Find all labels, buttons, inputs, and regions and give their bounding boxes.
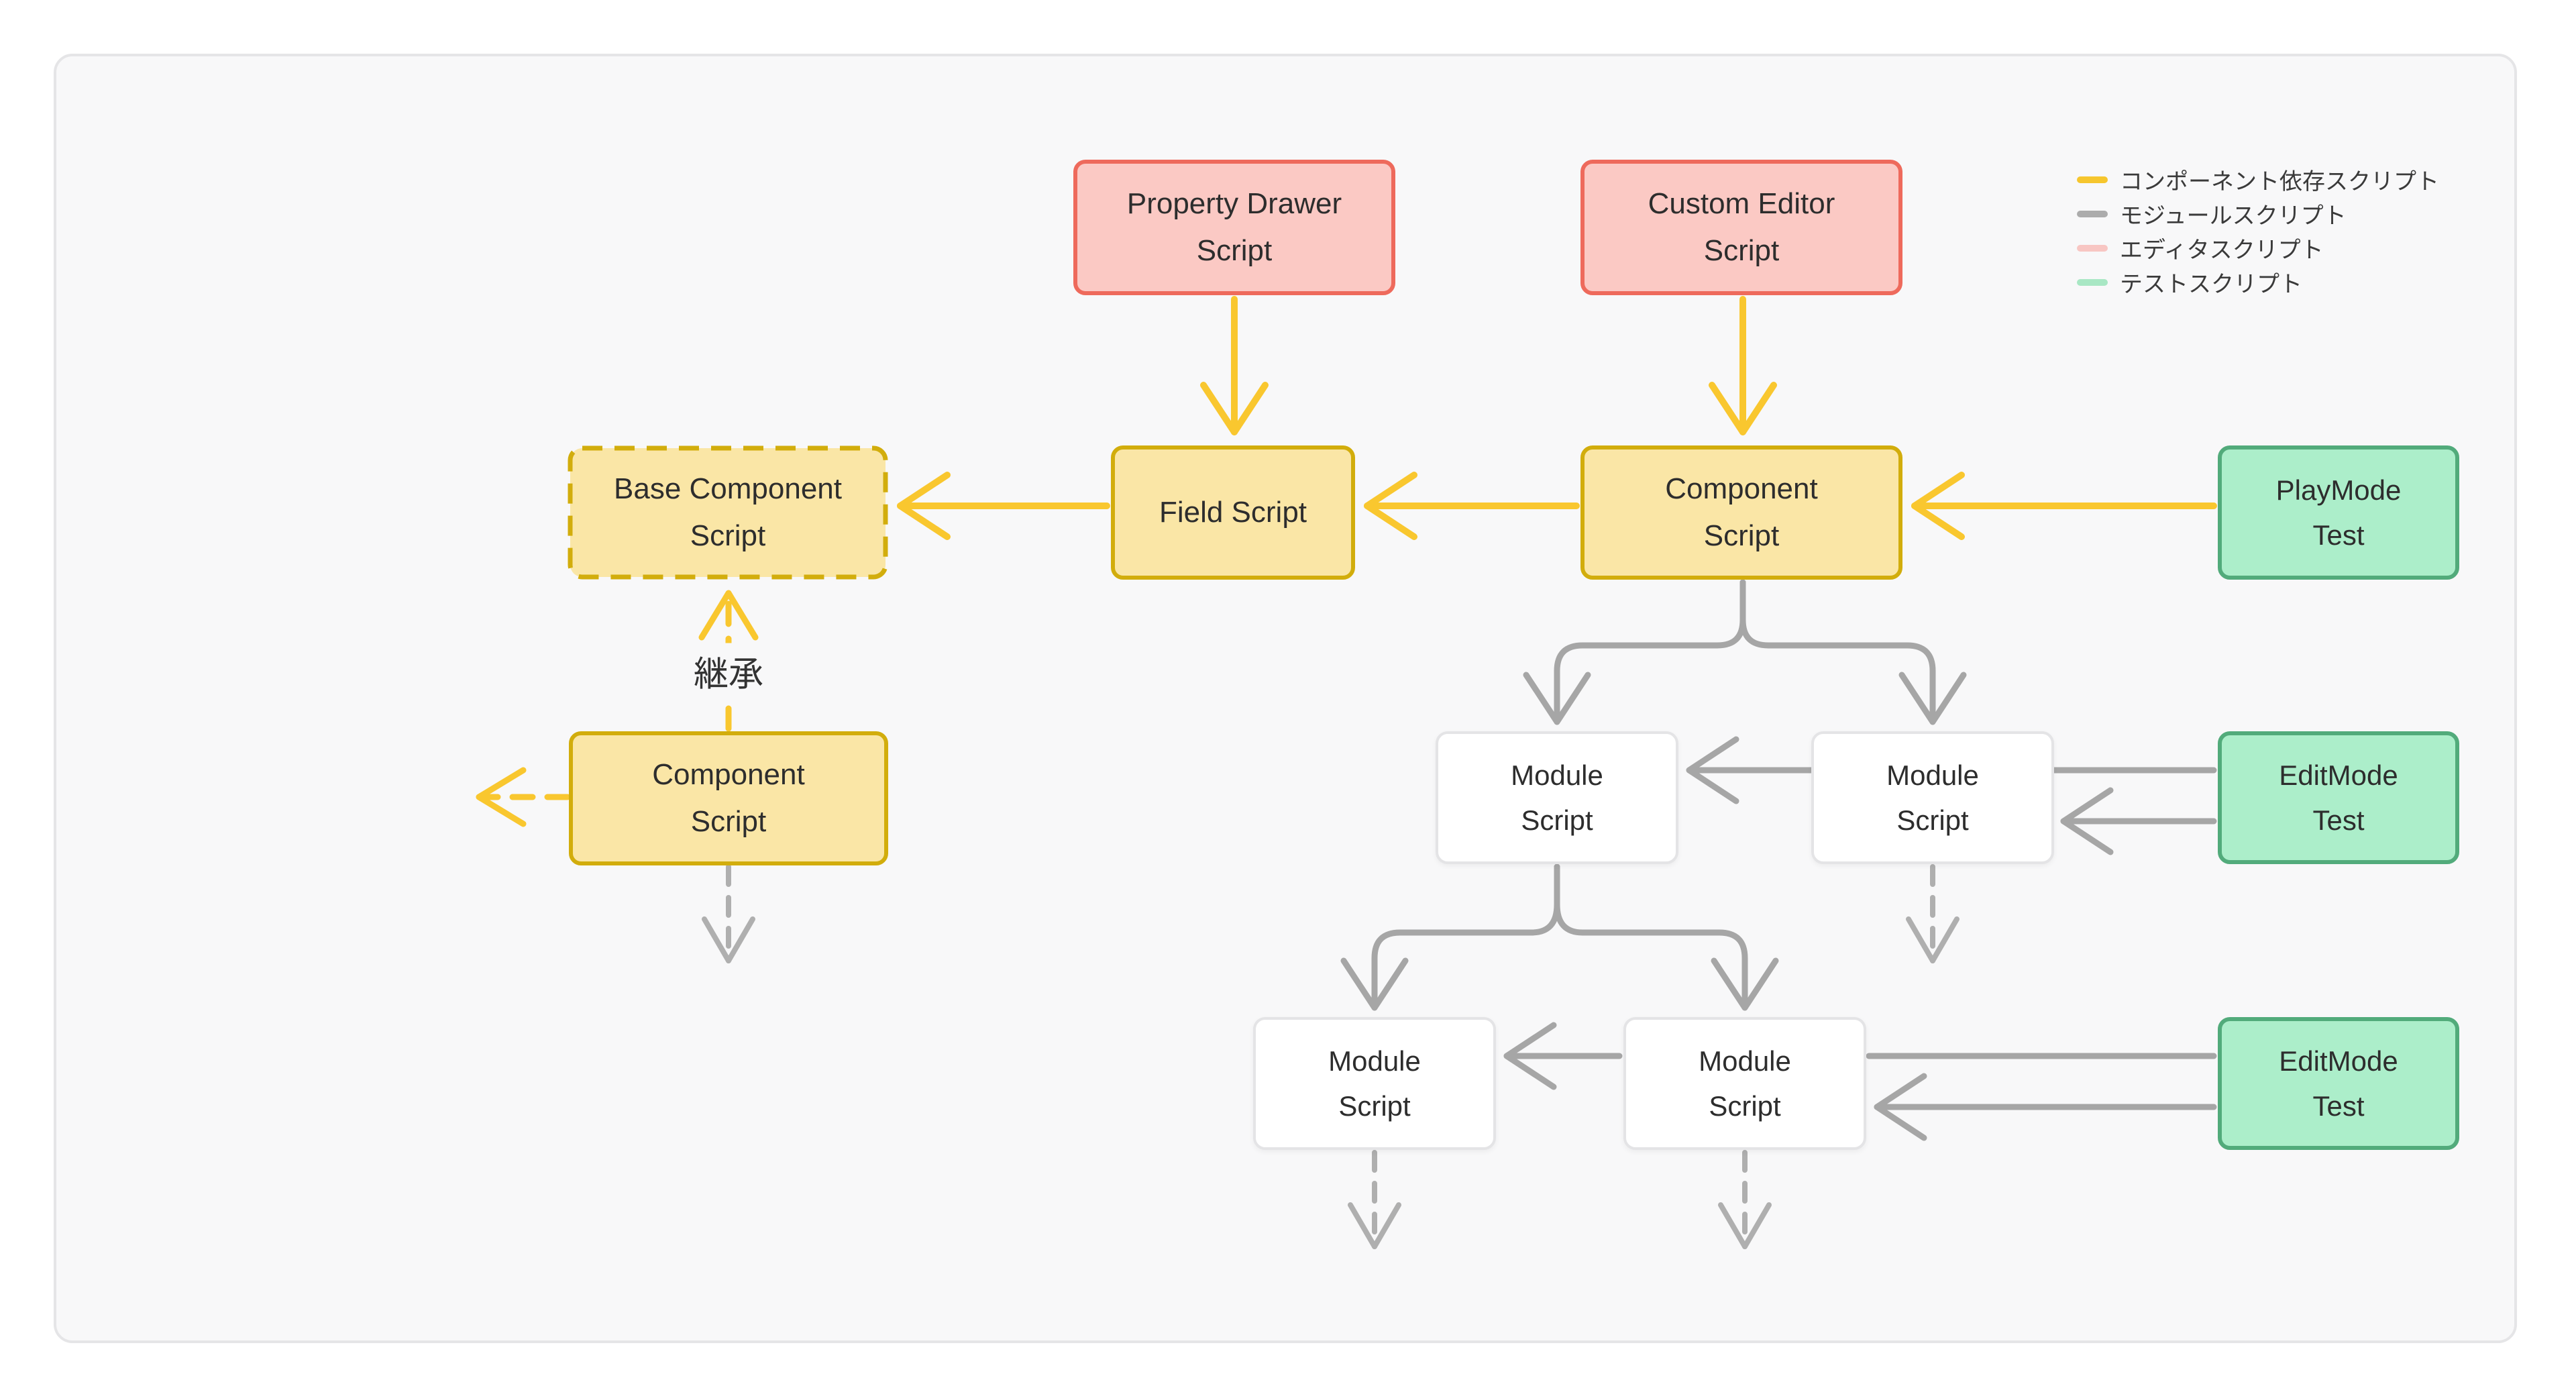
node-label: Test bbox=[2312, 804, 2365, 836]
node-module-script-r2-right: Module Script bbox=[1811, 731, 2054, 864]
legend-item-label: コンポーネント依存スクリプト bbox=[2120, 169, 2439, 195]
legend-item-editor-script: エディタスクリプト bbox=[2077, 231, 2439, 265]
node-label: Script bbox=[1709, 1090, 1781, 1122]
node-label: EditMode bbox=[2279, 759, 2398, 791]
node-label: Custom Editor bbox=[1648, 187, 1835, 220]
node-label: Script bbox=[1196, 234, 1273, 267]
node-module-script-r3-left: Module Script bbox=[1253, 1017, 1496, 1150]
node-property-drawer-script: Property Drawer Script bbox=[1073, 160, 1395, 295]
node-label: Field Script bbox=[1159, 495, 1307, 529]
node-module-script-r3-right: Module Script bbox=[1623, 1017, 1866, 1150]
node-outline-base-component-script bbox=[568, 445, 888, 580]
legend-item-module-script: モジュールスクリプト bbox=[2077, 197, 2439, 231]
node-label: Test bbox=[2312, 1090, 2365, 1122]
node-label: PlayMode bbox=[2275, 474, 2402, 506]
node-label: Component bbox=[652, 757, 805, 791]
legend-item-label: テストスクリプト bbox=[2120, 272, 2302, 297]
edge-module-r2-left-to-module-r3-left bbox=[1340, 863, 1560, 1011]
edge-component-to-module-r2-right bbox=[1739, 579, 1967, 725]
node-label: Module bbox=[1886, 759, 1979, 791]
node-label: Base Component bbox=[614, 472, 842, 505]
legend-color-chip bbox=[2077, 176, 2108, 183]
legend-item-label: エディタスクリプト bbox=[2120, 237, 2324, 263]
legend-color-chip bbox=[2077, 278, 2108, 286]
legend-color-chip bbox=[2077, 210, 2108, 217]
node-module-script-r2-left: Module Script bbox=[1436, 731, 1678, 864]
legend-item-label: モジュールスクリプト bbox=[2120, 203, 2347, 229]
legend: コンポーネント依存スクリプト モジュールスクリプト エディタスクリプト テストス… bbox=[2077, 162, 2439, 299]
node-label: Script bbox=[1896, 804, 1969, 836]
edge-module-r2-left-to-module-r3-right bbox=[1554, 863, 1779, 1011]
legend-item-component-dependency: コンポーネント依存スクリプト bbox=[2077, 162, 2439, 197]
node-label: EditMode bbox=[2279, 1045, 2398, 1077]
node-label: Component bbox=[1665, 472, 1818, 505]
edge-label-inheritance: 継承 bbox=[686, 643, 771, 699]
node-label: Module bbox=[1328, 1045, 1421, 1077]
node-custom-editor-script: Custom Editor Script bbox=[1580, 160, 1902, 295]
node-label: Test bbox=[2312, 519, 2365, 551]
node-playmode-test: PlayMode Test bbox=[2218, 445, 2459, 580]
node-label: Script bbox=[1521, 804, 1593, 836]
node-label: Script bbox=[690, 805, 767, 838]
legend-color-chip bbox=[2077, 244, 2108, 252]
node-label: Script bbox=[1338, 1090, 1411, 1122]
node-component-script: Component Script bbox=[1580, 445, 1902, 580]
node-base-component-script: Base Component Script bbox=[568, 445, 888, 580]
node-label: Script bbox=[1703, 519, 1780, 552]
node-label: Property Drawer bbox=[1126, 187, 1342, 220]
node-editmode-test-r2: EditMode Test bbox=[2218, 731, 2459, 864]
node-label: Module bbox=[1511, 759, 1603, 791]
node-field-script: Field Script bbox=[1111, 445, 1355, 580]
node-label: Script bbox=[690, 519, 766, 552]
edge-component-to-module-r2-left bbox=[1523, 579, 1746, 725]
legend-item-test-script: テストスクリプト bbox=[2077, 265, 2439, 299]
node-component-script-lower: Component Script bbox=[569, 731, 888, 865]
node-editmode-test-r3: EditMode Test bbox=[2218, 1017, 2459, 1150]
node-label: Module bbox=[1699, 1045, 1791, 1077]
node-label: Script bbox=[1703, 234, 1780, 267]
